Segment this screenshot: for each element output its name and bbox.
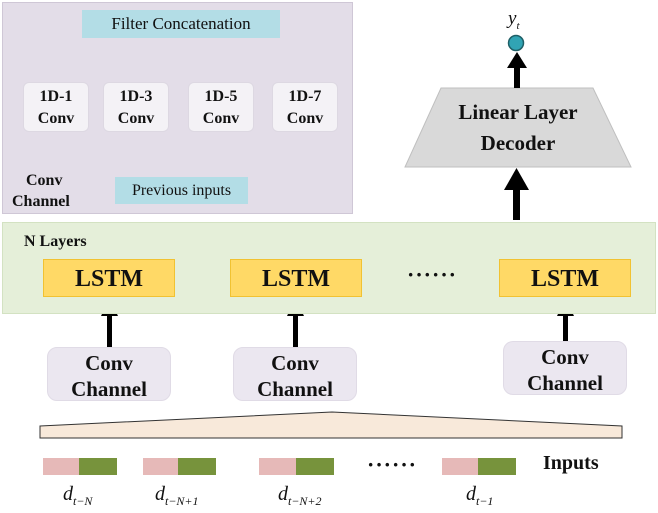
conv-filter-3-label: Conv bbox=[117, 110, 155, 127]
conv-filter-1-label: Conv bbox=[37, 110, 75, 127]
lstm-cell-n: LSTM bbox=[499, 259, 631, 297]
input-label-4-base: d bbox=[466, 483, 476, 505]
output-label: yt bbox=[508, 8, 520, 32]
conv-channel-box-n-line2: Channel bbox=[527, 371, 603, 395]
input-label-1-sub: t−N bbox=[73, 494, 93, 508]
output-label-base: y bbox=[508, 8, 517, 29]
decoder-shape bbox=[404, 87, 632, 168]
input-label-2-sub: t−N+1 bbox=[165, 494, 199, 508]
conv-filter-5-label: Conv bbox=[202, 110, 240, 127]
decoder-label-line1: Linear Layer bbox=[458, 100, 578, 124]
inputs-ellipsis: ······ bbox=[367, 452, 418, 477]
lstm-cell-1: LSTM bbox=[43, 259, 175, 297]
decoder-label-line2: Decoder bbox=[480, 131, 556, 155]
conv-filter-7-label: Conv bbox=[286, 110, 324, 127]
lstm-to-decoder-arrow bbox=[504, 168, 529, 220]
input-label-3-sub: t−N+2 bbox=[288, 494, 322, 508]
conv-channel-box-1-line2: Channel bbox=[71, 377, 147, 401]
input-label-4-sub: t−1 bbox=[476, 494, 494, 508]
conv-channel-box-2-line1: Conv bbox=[271, 351, 319, 375]
input-label-3-base: d bbox=[278, 483, 288, 505]
conv-channel-panel-label: Conv Channel bbox=[12, 170, 70, 212]
conv-channel-box-2: Conv Channel bbox=[233, 347, 357, 401]
conv-filter-1: 1D-1 Conv bbox=[23, 82, 89, 132]
input-label-1-base: d bbox=[63, 483, 73, 505]
conv-filter-7: 1D-7 Conv bbox=[272, 82, 338, 132]
n-layers-label: N Layers bbox=[24, 233, 87, 250]
conv-filter-1-size: 1D-1 bbox=[39, 88, 73, 105]
input-segments bbox=[43, 458, 516, 475]
input-label-4: dt−1 bbox=[466, 483, 493, 509]
lstm-ellipsis: ······ bbox=[407, 262, 458, 287]
output-label-sub: t bbox=[516, 19, 520, 32]
conv-filter-7-size: 1D-7 bbox=[288, 88, 322, 105]
conv-channel-box-1: Conv Channel bbox=[47, 347, 171, 401]
input-label-2: dt−N+1 bbox=[155, 483, 199, 509]
conv-channel-box-n-line1: Conv bbox=[541, 345, 589, 369]
conv-filter-5: 1D-5 Conv bbox=[188, 82, 254, 132]
conv-channel-panel-label-line2: Channel bbox=[12, 193, 70, 210]
input-label-3: dt−N+2 bbox=[278, 483, 322, 509]
input-label-2-base: d bbox=[155, 483, 165, 505]
input-label-1: dt−N bbox=[63, 483, 92, 509]
conv-channel-panel-label-line1: Conv bbox=[26, 172, 63, 189]
output-node bbox=[507, 34, 525, 52]
conv-channel-box-1-line1: Conv bbox=[85, 351, 133, 375]
decoder-label: Linear Layer Decoder bbox=[405, 97, 631, 159]
decoder-to-output-arrow bbox=[507, 52, 527, 88]
conv-filter-5-size: 1D-5 bbox=[204, 88, 238, 105]
conv-channel-box-2-line2: Channel bbox=[257, 377, 333, 401]
conv-channel-box-n: Conv Channel bbox=[503, 341, 627, 395]
inputs-label: Inputs bbox=[543, 452, 599, 474]
lstm-cell-2: LSTM bbox=[230, 259, 362, 297]
filter-concatenation-box: Filter Concatenation bbox=[82, 10, 280, 38]
previous-inputs-box: Previous inputs bbox=[115, 177, 248, 204]
conv-filter-3-size: 1D-3 bbox=[119, 88, 153, 105]
inputs-window-bar bbox=[39, 411, 623, 439]
conv-filter-3: 1D-3 Conv bbox=[103, 82, 169, 132]
